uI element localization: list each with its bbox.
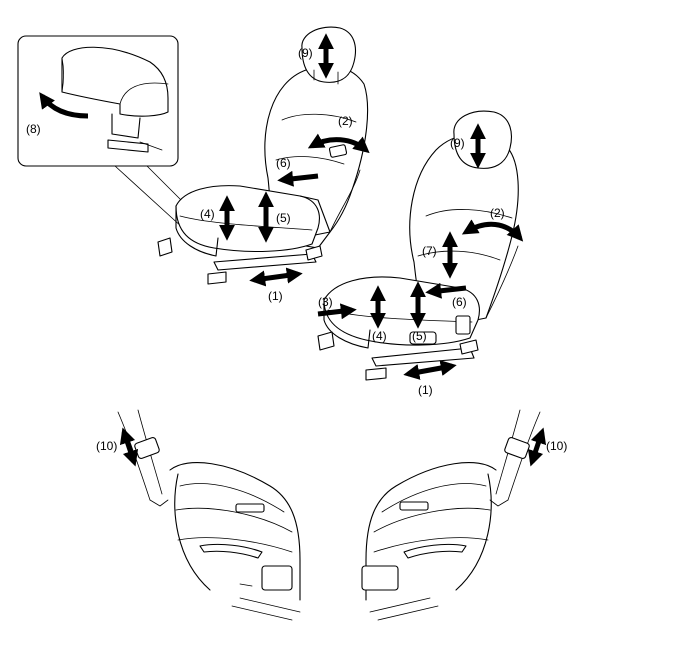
- door-left-switch: [235, 503, 265, 513]
- seat-a-label-2: (2): [338, 114, 353, 128]
- door-right-panel: [365, 462, 497, 601]
- seat-b-label-3: (3): [318, 295, 333, 309]
- armrest-base: [111, 113, 141, 139]
- seat-b-rail-foot: [365, 367, 387, 381]
- seat-b-rail: [371, 347, 475, 367]
- seat-b-label-1: (1): [418, 383, 433, 397]
- seat-b-back-seam: [425, 209, 513, 219]
- door-right-label-10: (10): [546, 439, 567, 453]
- door-right: (10): [361, 409, 567, 621]
- door-right-belt-adjuster: [504, 437, 530, 459]
- armrest-bracket: [107, 139, 149, 153]
- door-left: (10): [96, 409, 301, 621]
- seat-a-back-seam: [275, 156, 345, 165]
- seat-a: (1) (4) (5) (6) (2) (9): [157, 26, 370, 303]
- seat-a-label-1: (1): [268, 289, 283, 303]
- seat-b-rail-foot: [459, 339, 479, 355]
- seat-b-label-4: (4): [372, 329, 387, 343]
- door-left-panel: [169, 462, 301, 601]
- seat-b-label-7: (7): [422, 244, 437, 258]
- seat-a-cushion-seam: [179, 215, 313, 231]
- seat-a-label-6: (6): [276, 156, 291, 170]
- door-left-handle: [199, 543, 263, 559]
- seat-b-recline-arrow: [461, 219, 524, 242]
- door-right-belt-arrow: [527, 427, 547, 467]
- seat-a-cushion: [175, 185, 320, 253]
- seat-a-slide-arrow: [249, 267, 303, 287]
- door-left-belt-adjuster: [134, 437, 160, 459]
- seat-b: (1) (3) (4) (5) (6) (7) (2) (9): [317, 110, 524, 397]
- seat-a-recline-arrow: [307, 133, 370, 154]
- seat-a-label-4: (4): [200, 207, 215, 221]
- seat-a-label-9: (9): [298, 46, 313, 60]
- inset-frame: [17, 35, 179, 167]
- door-left-belt-arrow: [119, 427, 139, 467]
- door-left-pocket: [261, 565, 293, 591]
- inset-leader-line: [114, 165, 184, 229]
- seat-a-rail: [213, 253, 317, 271]
- seat-a-rail-foot: [305, 245, 323, 261]
- seat-a-rail-foot: [207, 271, 227, 285]
- seat-a-back-side: [329, 169, 361, 233]
- seat-b-switch: [409, 331, 437, 345]
- armrest-shape: [61, 46, 169, 117]
- seat-b-lumbar-arrow: [425, 282, 467, 299]
- door-right-pocket: [361, 565, 399, 591]
- armrest-edge: [61, 57, 64, 93]
- seat-b-back-seam: [417, 250, 501, 261]
- seat-b-rail-foot: [317, 331, 335, 351]
- seat-a-rail-foot: [157, 237, 173, 257]
- seat-b-label-2: (2): [490, 206, 505, 220]
- seat-b-label-5: (5): [412, 329, 427, 343]
- door-left-label-10: (10): [96, 439, 117, 453]
- seat-b-cushion-length-arrow: [317, 303, 357, 320]
- seat-a-label-5: (5): [276, 211, 291, 225]
- armrest-rotate-arrow: [39, 92, 89, 119]
- armrest-inset: (8): [17, 35, 196, 229]
- seat-b-label-9: (9): [450, 136, 465, 150]
- seat-b-switch: [455, 315, 471, 335]
- door-right-handle: [403, 543, 467, 559]
- seat-b-label-6: (6): [452, 295, 467, 309]
- seat-a-cushion-front: [175, 205, 219, 257]
- armrest-edge: [119, 82, 169, 105]
- armrest-cable: [139, 141, 163, 151]
- door-left-belt-buckle: [149, 499, 169, 507]
- inset-label-8: (8): [26, 122, 41, 136]
- seat-a-lumbar-arrow: [277, 170, 319, 187]
- seat-b-slide-arrow: [403, 360, 457, 380]
- door-right-switch: [399, 501, 429, 511]
- seat-a-back-seam: [281, 113, 357, 123]
- door-right-belt-buckle: [489, 499, 509, 507]
